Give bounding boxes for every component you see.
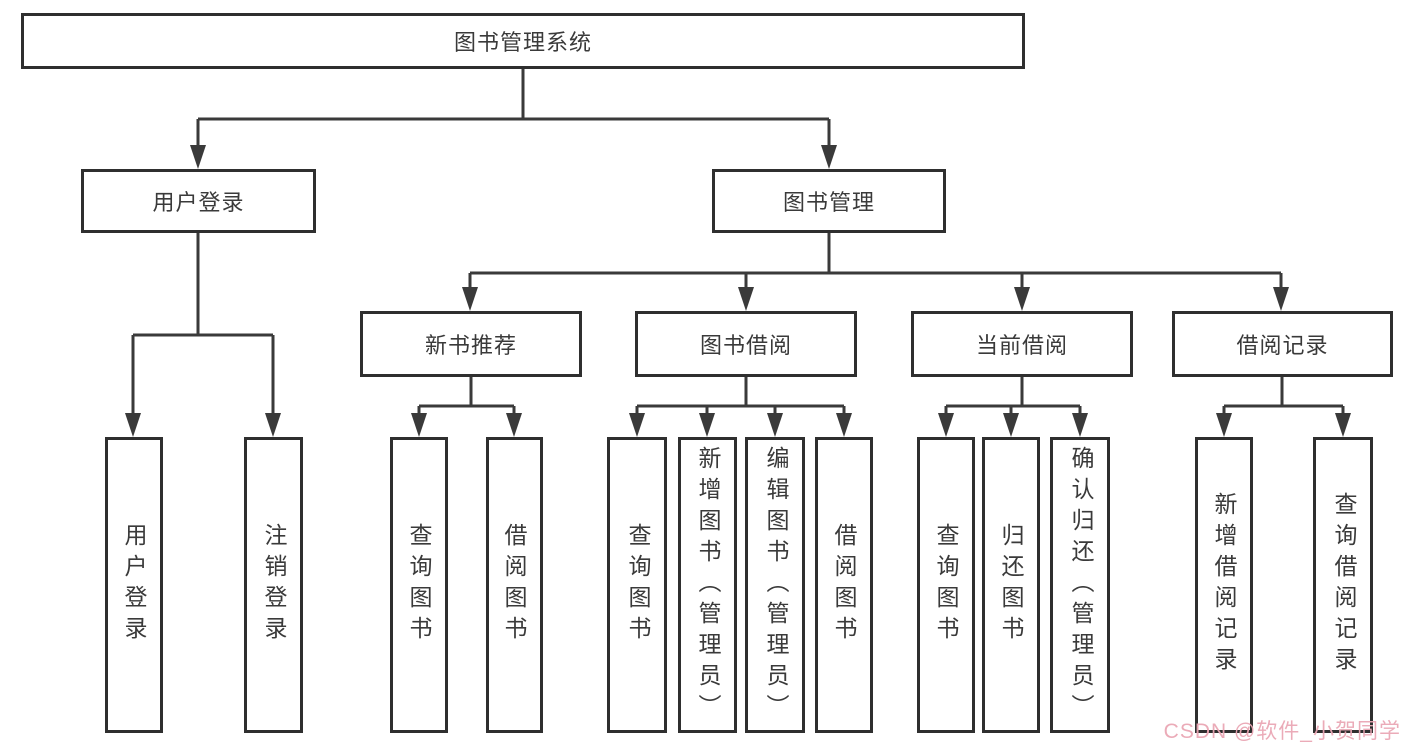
node-borrow-records: 借阅记录 <box>1172 311 1393 377</box>
leaf-borrow-books: 借阅图书 <box>815 437 873 733</box>
leaf-borrow-books-recommend: 借阅图书 <box>486 437 543 733</box>
node-diagram-root: 图书管理系统 <box>21 13 1025 69</box>
leaf-logout: 注销登录 <box>244 437 303 733</box>
leaf-add-books-admin: 新增图书（管理员） <box>678 437 737 733</box>
leaf-return-books: 归还图书 <box>982 437 1040 733</box>
node-current-borrow: 当前借阅 <box>911 311 1133 377</box>
csdn-watermark: CSDN @软件_小贺同学 <box>1163 720 1401 743</box>
leaf-query-books-current: 查询图书 <box>917 437 975 733</box>
node-user-login: 用户登录 <box>81 169 316 233</box>
leaf-query-books-recommend: 查询图书 <box>390 437 448 733</box>
leaf-edit-books-admin: 编辑图书（管理员） <box>745 437 805 733</box>
node-book-borrow: 图书借阅 <box>635 311 857 377</box>
leaf-add-borrow-record: 新增借阅记录 <box>1195 437 1253 733</box>
node-new-book-recommend: 新书推荐 <box>360 311 582 377</box>
connector-arrowheads <box>125 145 1351 437</box>
node-book-management: 图书管理 <box>712 169 946 233</box>
leaf-confirm-return-admin: 确认归还（管理员） <box>1050 437 1110 733</box>
leaf-query-borrow-record: 查询借阅记录 <box>1313 437 1373 733</box>
connector-edges <box>131 69 1345 415</box>
leaf-query-books-borrow: 查询图书 <box>607 437 667 733</box>
leaf-user-login: 用户登录 <box>105 437 163 733</box>
